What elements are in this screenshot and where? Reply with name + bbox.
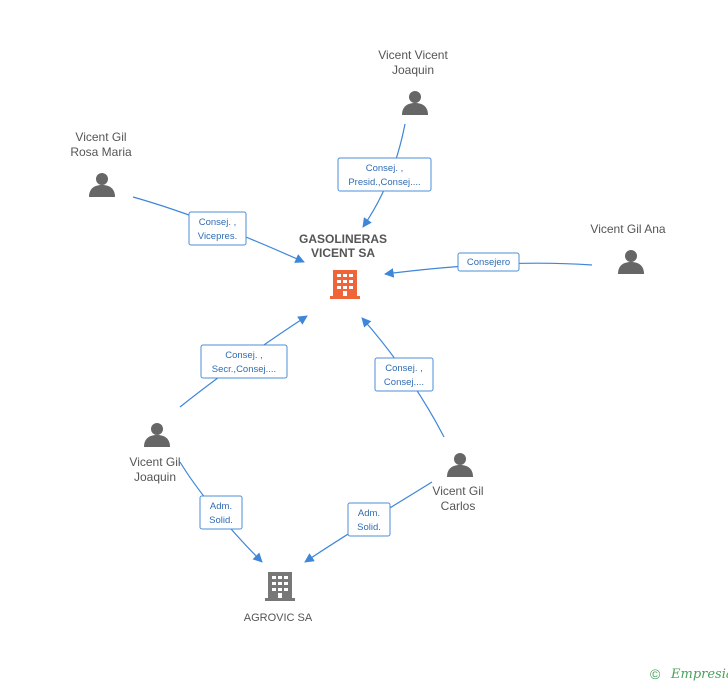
edge-label-joaquin-line1: Consej. ,: [225, 350, 263, 361]
person-icon: [447, 453, 473, 477]
node-vicent-gil-ana[interactable]: Vicent Gil Ana: [590, 222, 666, 274]
edge-label-carlos[interactable]: Consej. , Consej....: [374, 357, 434, 392]
person-name-line2: Joaquin: [392, 63, 434, 77]
person-icon: [402, 91, 428, 115]
brand-logo: Empresia: [670, 667, 728, 682]
person-name-line1: Vicent Gil Ana: [590, 222, 665, 236]
edge-label-vvj-line1: Consej. ,: [366, 163, 404, 174]
edge-label-joaquin-line2: Secr.,Consej....: [212, 364, 276, 375]
edge-label-carlos-agrovic[interactable]: Adm. Solid.: [347, 502, 391, 537]
person-name-line1: Vicent Gil: [75, 130, 126, 144]
edge-label-vvj-line2: Presid.,Consej....: [348, 177, 420, 188]
edge-label-carlos-line2: Consej....: [384, 377, 424, 388]
edge-label-rosa-line2: Vicepres.: [198, 231, 237, 242]
edge-label-carlos-agrovic-line1: Adm.: [358, 508, 380, 519]
person-name-line2: Rosa Maria: [70, 145, 132, 159]
edge-label-rosa-line1: Consej. ,: [199, 217, 237, 228]
edge-label-joaquin-agrovic-line1: Adm.: [210, 501, 232, 512]
node-vicent-gil-joaquin[interactable]: Vicent Gil Joaquin: [129, 423, 181, 484]
copyright-symbol: ©: [650, 666, 661, 682]
building-icon: [265, 572, 295, 601]
node-agrovic-sa[interactable]: AGROVIC SA: [244, 572, 313, 624]
person-name-line2: Carlos: [441, 499, 476, 513]
edge-label-joaquin[interactable]: Consej. , Secr.,Consej....: [200, 344, 288, 379]
person-name-line1: Vicent Gil: [432, 484, 483, 498]
edge-label-ana-line1: Consejero: [467, 257, 510, 268]
edge-label-rosa[interactable]: Consej. , Vicepres.: [188, 211, 247, 246]
edge-label-joaquin-agrovic-line2: Solid.: [209, 515, 233, 526]
node-vicent-gil-carlos[interactable]: Vicent Gil Carlos: [432, 453, 484, 513]
person-name-line1: Vicent Gil: [129, 455, 180, 469]
edge-label-vvj[interactable]: Consej. , Presid.,Consej....: [337, 157, 432, 192]
node-gasolineras-vicent-sa[interactable]: GASOLINERAS VICENT SA: [299, 232, 387, 299]
person-name-line2: Joaquin: [134, 470, 176, 484]
gasolineras-name-line1: GASOLINERAS: [299, 232, 387, 246]
edge-label-joaquin-agrovic[interactable]: Adm. Solid.: [199, 495, 243, 530]
person-icon: [144, 423, 170, 447]
person-icon: [89, 173, 115, 197]
edge-label-ana[interactable]: Consejero: [457, 252, 520, 272]
edge-label-carlos-line1: Consej. ,: [385, 363, 423, 374]
node-vicent-vicent-joaquin[interactable]: Vicent Vicent Joaquin: [378, 48, 448, 115]
person-icon: [618, 250, 644, 274]
building-icon: [330, 270, 360, 299]
gasolineras-name-line2: VICENT SA: [311, 246, 375, 260]
person-name-line1: Vicent Vicent: [378, 48, 448, 62]
edge-label-carlos-agrovic-line2: Solid.: [357, 522, 381, 533]
node-vicent-gil-rosa-maria[interactable]: Vicent Gil Rosa Maria: [70, 130, 132, 197]
agrovic-name: AGROVIC SA: [244, 612, 313, 624]
footer-branding: © Empresia: [650, 666, 728, 682]
